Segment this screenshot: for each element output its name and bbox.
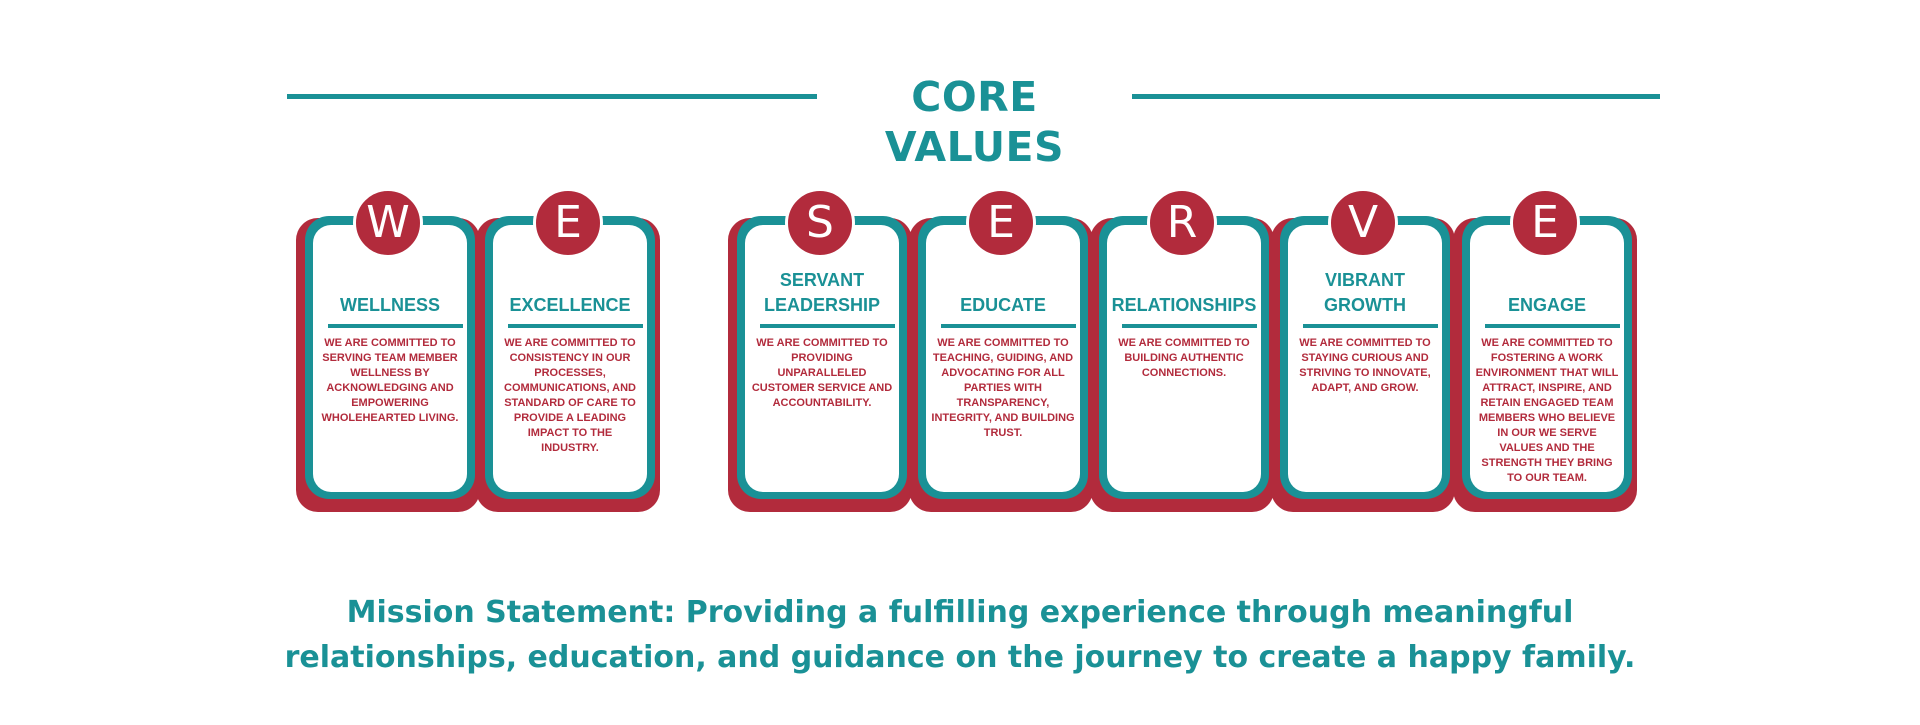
value-description: WE ARE COMMITTED TO STAYING CURIOUS AND …	[1299, 337, 1431, 394]
card-body	[493, 225, 647, 492]
value-letter-badge: R	[1147, 188, 1217, 258]
header-divider-left	[287, 94, 817, 99]
title-underline	[1122, 324, 1257, 328]
value-title: RELATIONSHIPS	[1111, 295, 1257, 315]
value-letter-badge: E	[1510, 188, 1580, 258]
card-body	[1288, 225, 1442, 492]
value-description: WE ARE COMMITTED TO CONSISTENCY IN OUR P…	[504, 337, 636, 454]
value-card-vibrant-growth: V VIBRANT GROWTH WE ARE COMMITTED TO STA…	[1269, 188, 1457, 514]
value-title: VIBRANT GROWTH	[1324, 270, 1406, 315]
card-body	[1107, 225, 1261, 492]
value-description: WE ARE COMMITTED TO PROVIDING UNPARALLEL…	[751, 337, 893, 409]
card-body	[1470, 225, 1624, 492]
value-title: SERVANT LEADERSHIP	[763, 270, 880, 315]
value-card-educate: E EDUCATE WE ARE COMMITTED TO TEACHING, …	[907, 188, 1095, 514]
value-description: WE ARE COMMITTED TO TEACHING, GUIDING, A…	[931, 337, 1075, 439]
title-underline	[1303, 324, 1438, 328]
card-body	[745, 225, 899, 492]
value-letter-badge: V	[1328, 188, 1398, 258]
value-card-wellness: W WELLNESS WE ARE COMMITTED TO SERVING T…	[294, 188, 482, 514]
title-underline	[941, 324, 1076, 328]
card-body	[313, 225, 467, 492]
value-card-relationships: R RELATIONSHIPS WE ARE COMMITTED TO BUIL…	[1088, 188, 1276, 514]
value-letter-badge: E	[533, 188, 603, 258]
value-card-servant-leadership: S SERVANT LEADERSHIP WE ARE COMMITTED TO…	[726, 188, 914, 514]
value-title: ENGAGE	[1507, 295, 1586, 315]
page-title: CORE VALUES	[884, 73, 1065, 171]
title-underline	[328, 324, 463, 328]
title-underline	[508, 324, 643, 328]
value-title: WELLNESS	[339, 295, 440, 315]
value-title: EXCELLENCE	[509, 295, 631, 315]
value-description: WE ARE COMMITTED TO BUILDING AUTHENTIC C…	[1118, 337, 1250, 379]
value-description: WE ARE COMMITTED TO SERVING TEAM MEMBER …	[321, 337, 459, 424]
value-card-engage: E ENGAGE WE ARE COMMITTED TO FOSTERING A…	[1451, 188, 1639, 514]
title-underline	[1485, 324, 1620, 328]
header-divider-right	[1132, 94, 1660, 99]
value-description: WE ARE COMMITTED TO FOSTERING A WORK ENV…	[1475, 337, 1619, 484]
value-letter-badge: E	[966, 188, 1036, 258]
value-letter-badge: W	[353, 188, 423, 258]
value-letter-badge: S	[785, 188, 855, 258]
value-title: EDUCATE	[960, 295, 1046, 315]
value-card-excellence: E EXCELLENCE WE ARE COMMITTED TO CONSIST…	[474, 188, 662, 514]
title-underline	[760, 324, 895, 328]
card-body	[926, 225, 1080, 492]
mission-statement: Mission Statement: Providing a fulfillin…	[284, 595, 1636, 675]
